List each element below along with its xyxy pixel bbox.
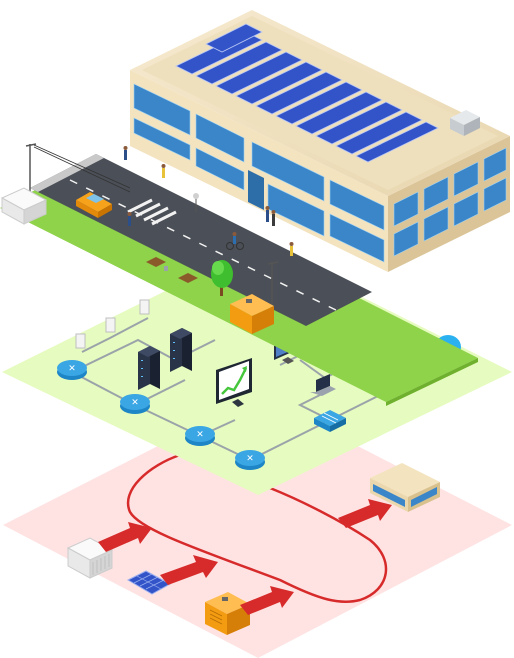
arrow-icon bbox=[98, 522, 152, 552]
energy-plane bbox=[3, 395, 512, 658]
network-layer: ✕ ✕ ✕ ✕ bbox=[2, 245, 512, 495]
router-icon: ✕ bbox=[235, 450, 265, 470]
battery-container-icon bbox=[66, 537, 114, 579]
generator-icon bbox=[230, 294, 274, 334]
arrow-icon bbox=[240, 586, 294, 615]
street-lamp-icon bbox=[267, 261, 279, 306]
router-icon: ✕ bbox=[120, 394, 150, 414]
cyclist-icon bbox=[226, 232, 244, 250]
pedestrian-icon bbox=[265, 206, 276, 226]
monitor-icon bbox=[216, 358, 252, 407]
solar-roof-icon bbox=[175, 23, 439, 163]
building-layer bbox=[0, 10, 510, 406]
pedestrian-icon bbox=[161, 164, 166, 178]
laptop-icon bbox=[310, 374, 336, 396]
arrow-icon bbox=[338, 499, 392, 528]
network-switch-icon bbox=[314, 410, 346, 432]
router-icon: ✕ bbox=[185, 426, 215, 446]
arrow-icon bbox=[160, 555, 218, 585]
network-switch-icon bbox=[75, 299, 150, 349]
generator-icon bbox=[205, 592, 250, 635]
street-lamp-icon bbox=[25, 143, 37, 192]
energy-loop-line bbox=[126, 453, 388, 604]
street-sign-icon bbox=[193, 193, 199, 212]
office-building-icon bbox=[370, 463, 440, 512]
pedestrian-icon bbox=[127, 212, 132, 226]
battery-container-icon bbox=[0, 187, 48, 225]
server-rack-icon bbox=[170, 328, 192, 372]
network-plane bbox=[2, 245, 512, 495]
pedestrian-icon bbox=[289, 242, 294, 256]
svg-text:✕: ✕ bbox=[131, 398, 139, 408]
server-rack-icon bbox=[138, 346, 160, 390]
svg-text:✕: ✕ bbox=[196, 430, 204, 440]
svg-text:✕: ✕ bbox=[68, 364, 76, 374]
router-icon: ✕ bbox=[57, 360, 87, 380]
energy-layer bbox=[3, 395, 512, 658]
tree-icon bbox=[211, 260, 233, 296]
bench-icon bbox=[146, 257, 198, 283]
road bbox=[30, 154, 372, 326]
svg-text:✕: ✕ bbox=[246, 454, 254, 464]
car-icon bbox=[76, 192, 112, 218]
pedestrian-icon bbox=[123, 146, 128, 160]
